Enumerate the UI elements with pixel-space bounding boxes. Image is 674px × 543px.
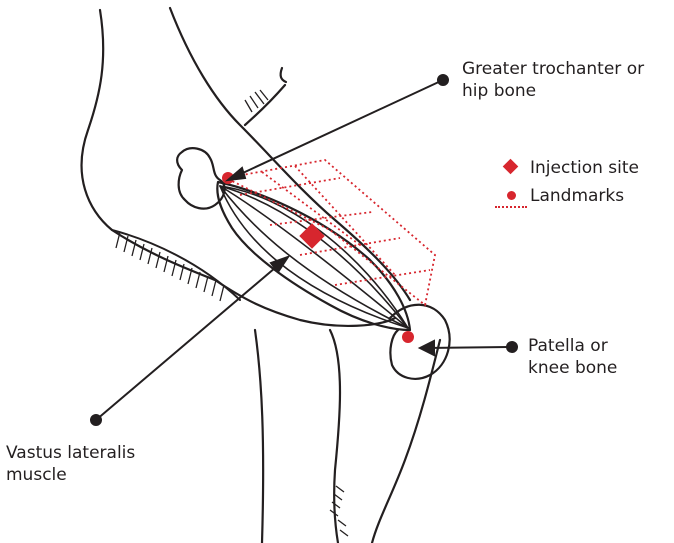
dot-icon	[507, 191, 516, 200]
shading-hatch	[116, 90, 348, 536]
patella-leader-dot	[507, 342, 517, 352]
muscle-outline	[217, 182, 410, 330]
patella-label-line-2: knee bone	[528, 357, 617, 379]
navel-mark	[281, 68, 286, 82]
shin-outline	[372, 340, 440, 543]
greater-trochanter-label-line-2: hip bone	[462, 80, 644, 102]
vastus-lateralis-label-line-2: muscle	[6, 464, 135, 486]
patella-landmark-dot	[402, 331, 414, 343]
vastus-lateralis-label-line-1: Vastus lateralis	[6, 442, 135, 464]
trochanter-leader-dot	[438, 75, 448, 85]
torso-fold	[245, 85, 285, 125]
trochanter-bone	[177, 148, 224, 208]
greater-trochanter-label: Greater trochanter or hip bone	[462, 58, 644, 102]
legend-injection-site-text: Injection site	[530, 158, 639, 178]
legend-landmarks-text: Landmarks	[530, 186, 624, 206]
vastus-leader-dot	[91, 415, 101, 425]
greater-trochanter-label-line-1: Greater trochanter or	[462, 58, 644, 80]
dotted-line-icon	[495, 206, 527, 208]
vastus-lateralis-label: Vastus lateralis muscle	[6, 442, 135, 486]
patella-label: Patella or knee bone	[528, 335, 617, 379]
patella-label-line-1: Patella or	[528, 335, 617, 357]
patella-leader-arrow	[420, 341, 434, 355]
patella-leader-line	[425, 347, 512, 348]
vastus-leader-line	[96, 262, 282, 420]
calf-outline	[255, 330, 263, 543]
